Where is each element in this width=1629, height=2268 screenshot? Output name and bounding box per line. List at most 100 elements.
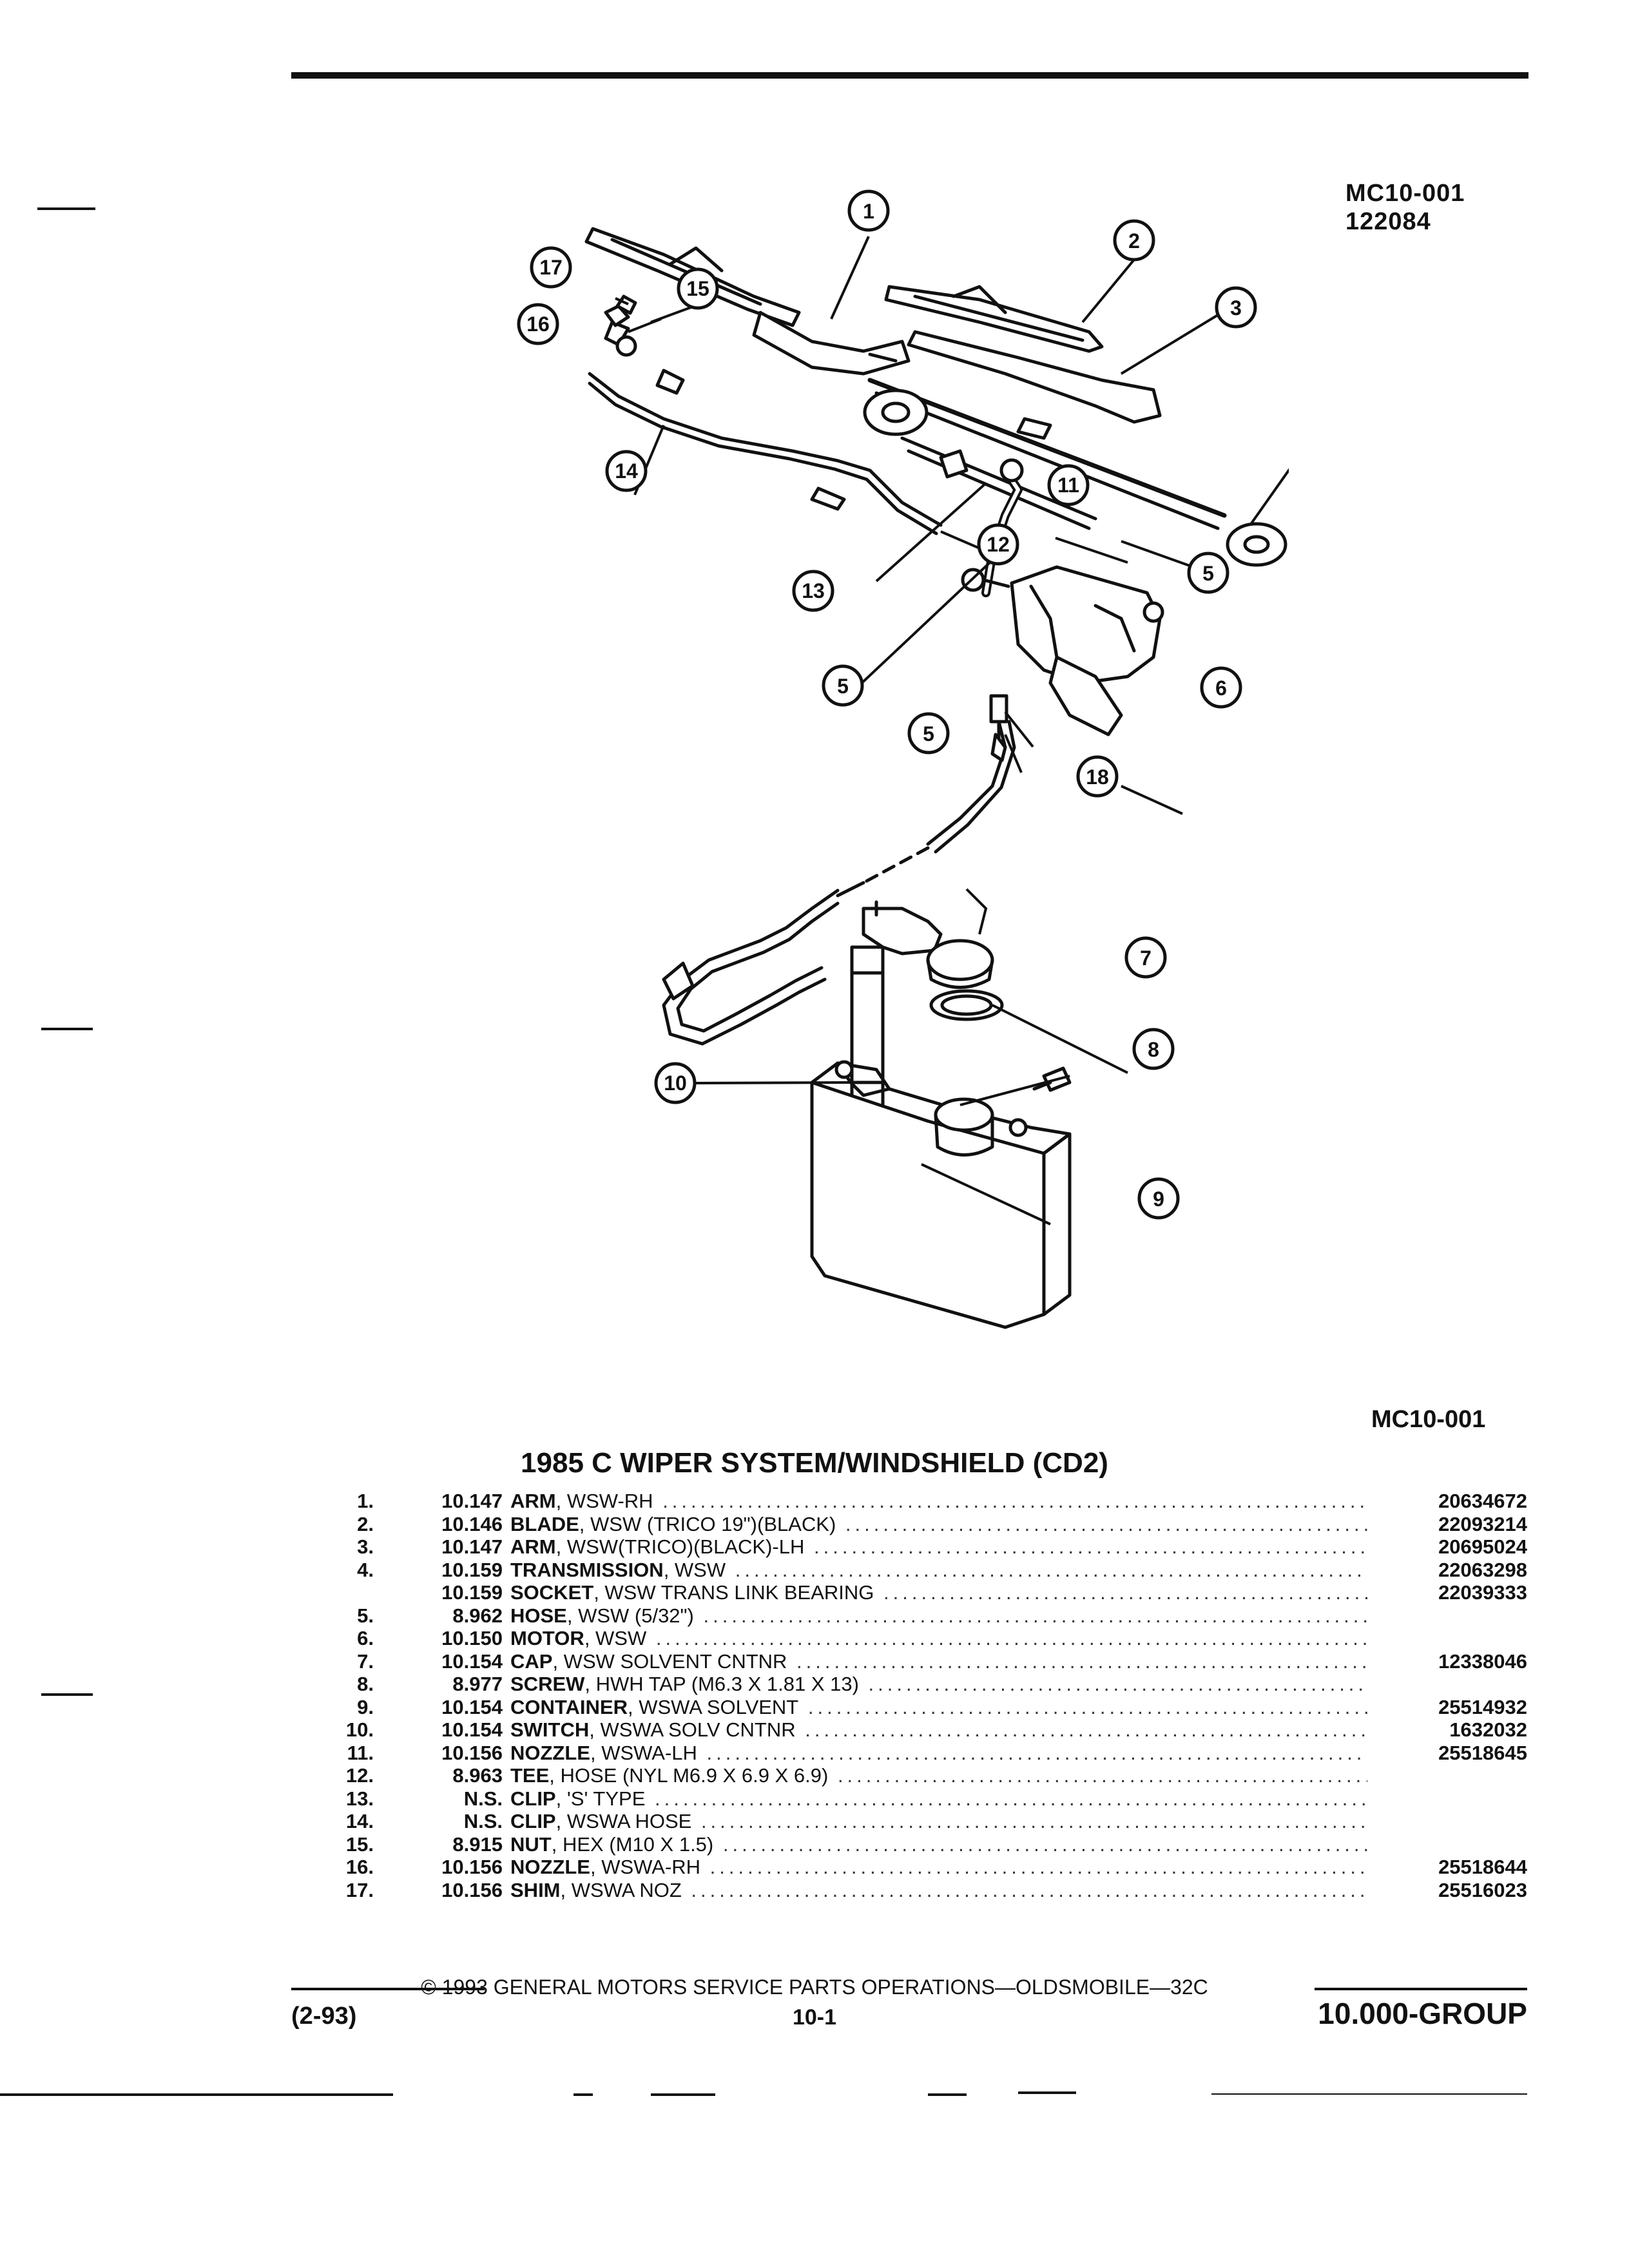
part-name: ARM — [510, 1535, 556, 1558]
hose-lower-drawing — [662, 720, 1016, 1046]
group-number: 10.150 — [441, 1627, 503, 1649]
part-number: 20634672 — [1438, 1490, 1527, 1512]
part-name: CLIP — [510, 1810, 556, 1832]
svg-text:2: 2 — [1128, 229, 1140, 253]
callout-2-icon: 2 — [1113, 219, 1155, 262]
solvent-container-drawing — [810, 1060, 1072, 1329]
item-number: 1. — [357, 1490, 374, 1512]
part-qualifier: , HOSE (NYL M6.9 X 6.9 X 6.9) — [549, 1764, 829, 1787]
page-number: 10-1 — [792, 2005, 837, 2030]
part-description: BLADE, WSW (TRICO 19")(BLACK) ..........… — [510, 1513, 1367, 1536]
bottom-scan-mark — [1211, 2093, 1527, 2095]
arm-lh-drawing — [907, 330, 1162, 424]
group-number: 10.159 — [441, 1558, 503, 1581]
group-number: 10.156 — [441, 1741, 503, 1764]
wiper-system-exploded-diagram: 1 2 3 4 5 6 7 8 9 10 11 12 13 14 15 16 1 — [517, 189, 1289, 1329]
table-row: 13.N.S.CLIP, 'S' TYPE ..................… — [296, 1787, 1527, 1811]
table-row: 1. 10.147 ARM, WSW-RH ....................… — [296, 1490, 1527, 1513]
margin-mark — [37, 207, 95, 210]
margin-mark — [41, 1028, 93, 1030]
table-row: 10.159 SOCKET, WSW TRANS LINK BEARING ...… — [296, 1581, 1527, 1604]
leader-dots: ........................................… — [722, 1832, 1367, 1856]
leader-dots: ........................................… — [703, 1604, 1368, 1627]
item-number: 14. — [345, 1810, 374, 1832]
leader-dots: ........................................… — [735, 1558, 1367, 1581]
part-qualifier: , WSWA-LH — [590, 1741, 697, 1764]
part-description: NOZZLE, WSWA-LH ........................… — [510, 1742, 1367, 1765]
group-number: 10.154 — [441, 1695, 503, 1718]
leader-lines — [615, 236, 1289, 1225]
part-qualifier: , HWH TAP (M6.3 X 1.81 X 13) — [584, 1673, 859, 1695]
group-number: 8.977 — [452, 1673, 503, 1695]
part-qualifier: , WSW (TRICO 19")(BLACK) — [579, 1512, 836, 1535]
part-description: SHIM, WSWA NOZ .........................… — [510, 1879, 1367, 1902]
group-number: 10.159 — [441, 1581, 503, 1604]
group-number: 10.156 — [441, 1878, 503, 1901]
leader-dots: ........................................… — [655, 1627, 1367, 1649]
part-qualifier: , 'S' TYPE — [555, 1787, 646, 1810]
part-qualifier: , WSW TRANS LINK BEARING — [593, 1581, 874, 1604]
part-description: NUT, HEX (M10 X 1.5) ...................… — [510, 1833, 1367, 1856]
callout-18-icon: 18 — [1076, 755, 1119, 798]
part-description: CONTAINER, WSWA SOLVENT ................… — [510, 1696, 1367, 1719]
nozzle-lh-drawing — [939, 449, 969, 479]
item-number: 8. — [357, 1673, 374, 1695]
part-qualifier: , WSWA SOLVENT — [627, 1695, 799, 1718]
pump-switch-drawing — [850, 900, 943, 1117]
svg-text:9: 9 — [1153, 1187, 1164, 1211]
callout-12-icon: 12 — [977, 523, 1019, 566]
group-number: 10.147 — [441, 1490, 503, 1512]
leader-dots: ........................................… — [805, 1718, 1367, 1741]
part-description: SOCKET, WSW TRANS LINK BEARING .........… — [510, 1581, 1367, 1604]
part-description: HOSE, WSW (5/32") ......................… — [510, 1604, 1367, 1628]
group-number: 10.154 — [441, 1649, 503, 1673]
leader-dots: ........................................… — [796, 1649, 1367, 1673]
callout-17-icon: 17 — [530, 246, 572, 289]
callout-11-icon: 11 — [1047, 464, 1090, 506]
callout-3-icon: 3 — [1215, 286, 1257, 329]
svg-text:17: 17 — [539, 256, 563, 279]
part-qualifier: , WSW (5/32") — [566, 1604, 694, 1627]
item-number: 13. — [345, 1787, 374, 1810]
group-number: 8.915 — [452, 1832, 503, 1856]
motor-drawing — [961, 565, 1164, 736]
part-qualifier: , WSWA NOZ — [560, 1878, 682, 1901]
group-number: 10.156 — [441, 1856, 503, 1878]
callout-14-icon: 14 — [605, 450, 648, 492]
part-description: ARM, WSW-RH ............................… — [510, 1490, 1367, 1513]
group-number: 8.962 — [452, 1604, 503, 1627]
part-description: TEE, HOSE (NYL M6.9 X 6.9 X 6.9) .......… — [510, 1764, 1367, 1787]
part-number: 25518644 — [1438, 1856, 1527, 1878]
part-description: TRANSMISSION, WSW ......................… — [510, 1559, 1367, 1582]
part-qualifier: , WSW SOLVENT CNTNR — [552, 1649, 787, 1673]
svg-text:3: 3 — [1230, 296, 1242, 320]
callout-15-icon: 15 — [677, 267, 719, 310]
part-name: NOZZLE — [510, 1741, 590, 1764]
hose-to-motor-drawing — [981, 458, 1024, 597]
bottom-scan-mark — [651, 2093, 715, 2096]
part-name: HOSE — [510, 1604, 567, 1627]
item-number: 3. — [357, 1535, 374, 1558]
screw-drawing — [1032, 1066, 1072, 1092]
tee-drawing — [989, 694, 1008, 762]
part-description: CLIP, WSWA HOSE ........................… — [510, 1810, 1367, 1833]
part-number: 22093214 — [1438, 1512, 1527, 1535]
callout-1-icon: 1 — [847, 189, 890, 232]
part-qualifier: , WSW-RH — [555, 1490, 653, 1512]
illustration-code-line-1: MC10-001 — [1345, 180, 1465, 207]
leader-dots: ........................................… — [709, 1856, 1367, 1878]
callout-10-icon: 10 — [654, 1062, 697, 1104]
leader-dots: ........................................… — [883, 1581, 1367, 1604]
part-number: 22063298 — [1438, 1558, 1527, 1581]
item-number: 2. — [357, 1512, 374, 1535]
callout-5c-icon: 5 — [907, 712, 950, 754]
svg-text:7: 7 — [1140, 947, 1152, 970]
